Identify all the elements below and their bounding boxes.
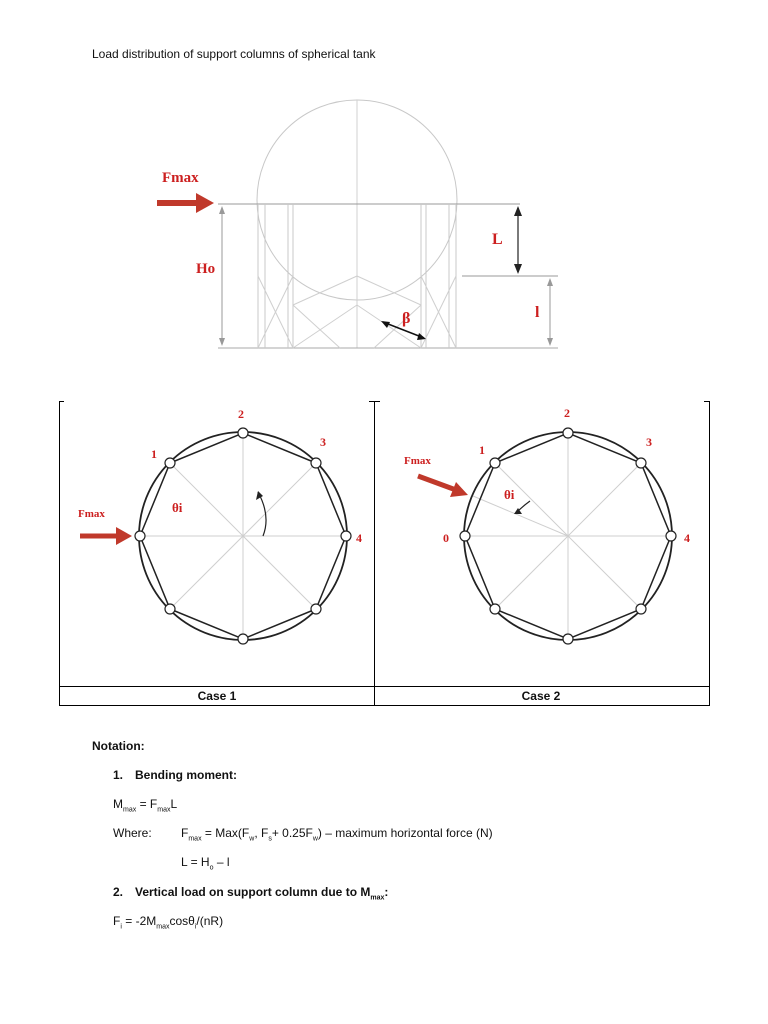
cases-table: [59, 401, 710, 706]
fi-equation: Fi = -2Mmaxcosθi/(nR): [113, 914, 224, 931]
fmax-definition: Where:Fmax = Max(Fw, Fs+ 0.25Fw) – maxim…: [113, 826, 493, 843]
mmax-equation: Mmax = FmaxL: [113, 797, 178, 814]
case2-fmax-label: Fmax: [404, 455, 431, 467]
case2-column-0: 0: [443, 531, 449, 545]
case2-diagram: Fmax θi 0 1 2 3 4: [404, 406, 690, 645]
case2-column-3: 3: [646, 435, 652, 449]
fmax-label: Fmax: [162, 170, 199, 186]
document-title: Load distribution of support columns of …: [92, 47, 376, 61]
ho-label: Ho: [196, 261, 215, 277]
case1-column-3: 3: [320, 435, 326, 449]
notation-item-1: 1. Bending moment:: [113, 768, 237, 782]
cross-bracing: [257, 275, 457, 349]
theta-arc: [243, 495, 262, 536]
case1-column-2: 2: [238, 407, 244, 421]
case2-column-2: 2: [564, 406, 570, 420]
case2-column-4: 4: [684, 531, 690, 545]
case1-diagram: Fmax θi 1 2 3 4: [78, 407, 362, 645]
case2-theta-label: θi: [504, 487, 515, 502]
L-label: L: [492, 231, 503, 248]
case2-label: Case 2: [521, 689, 561, 703]
fmax-arrow-icon: [80, 527, 132, 545]
item-number: 2.: [113, 885, 124, 899]
item-title: Bending moment:: [135, 768, 237, 782]
case1-fmax-label: Fmax: [78, 508, 105, 520]
item-number: 1.: [113, 768, 124, 782]
tank-elevation-figure: Fmax Ho L l β: [157, 99, 558, 349]
fmax-arrow-icon: [157, 193, 214, 213]
fmax-arrow-icon: [417, 473, 468, 497]
case1-column-4: 4: [356, 531, 362, 545]
notation-item-2: 2. Vertical load on support column due to…: [113, 885, 389, 902]
item-title: Vertical load on support column due to M: [135, 885, 371, 899]
case1-column-1: 1: [151, 447, 157, 461]
beta-arrow: [382, 321, 425, 339]
case2-column-1: 1: [479, 443, 485, 457]
case1-theta-label: θi: [172, 500, 183, 515]
l-label: l: [535, 304, 540, 321]
L-equation: L = Ho – l: [181, 855, 230, 872]
notation-heading: Notation:: [92, 739, 145, 753]
cases-table-lines: [59, 401, 710, 706]
beta-label: β: [402, 310, 410, 327]
case1-label: Case 1: [197, 689, 237, 703]
where-label: Where:: [113, 826, 152, 840]
